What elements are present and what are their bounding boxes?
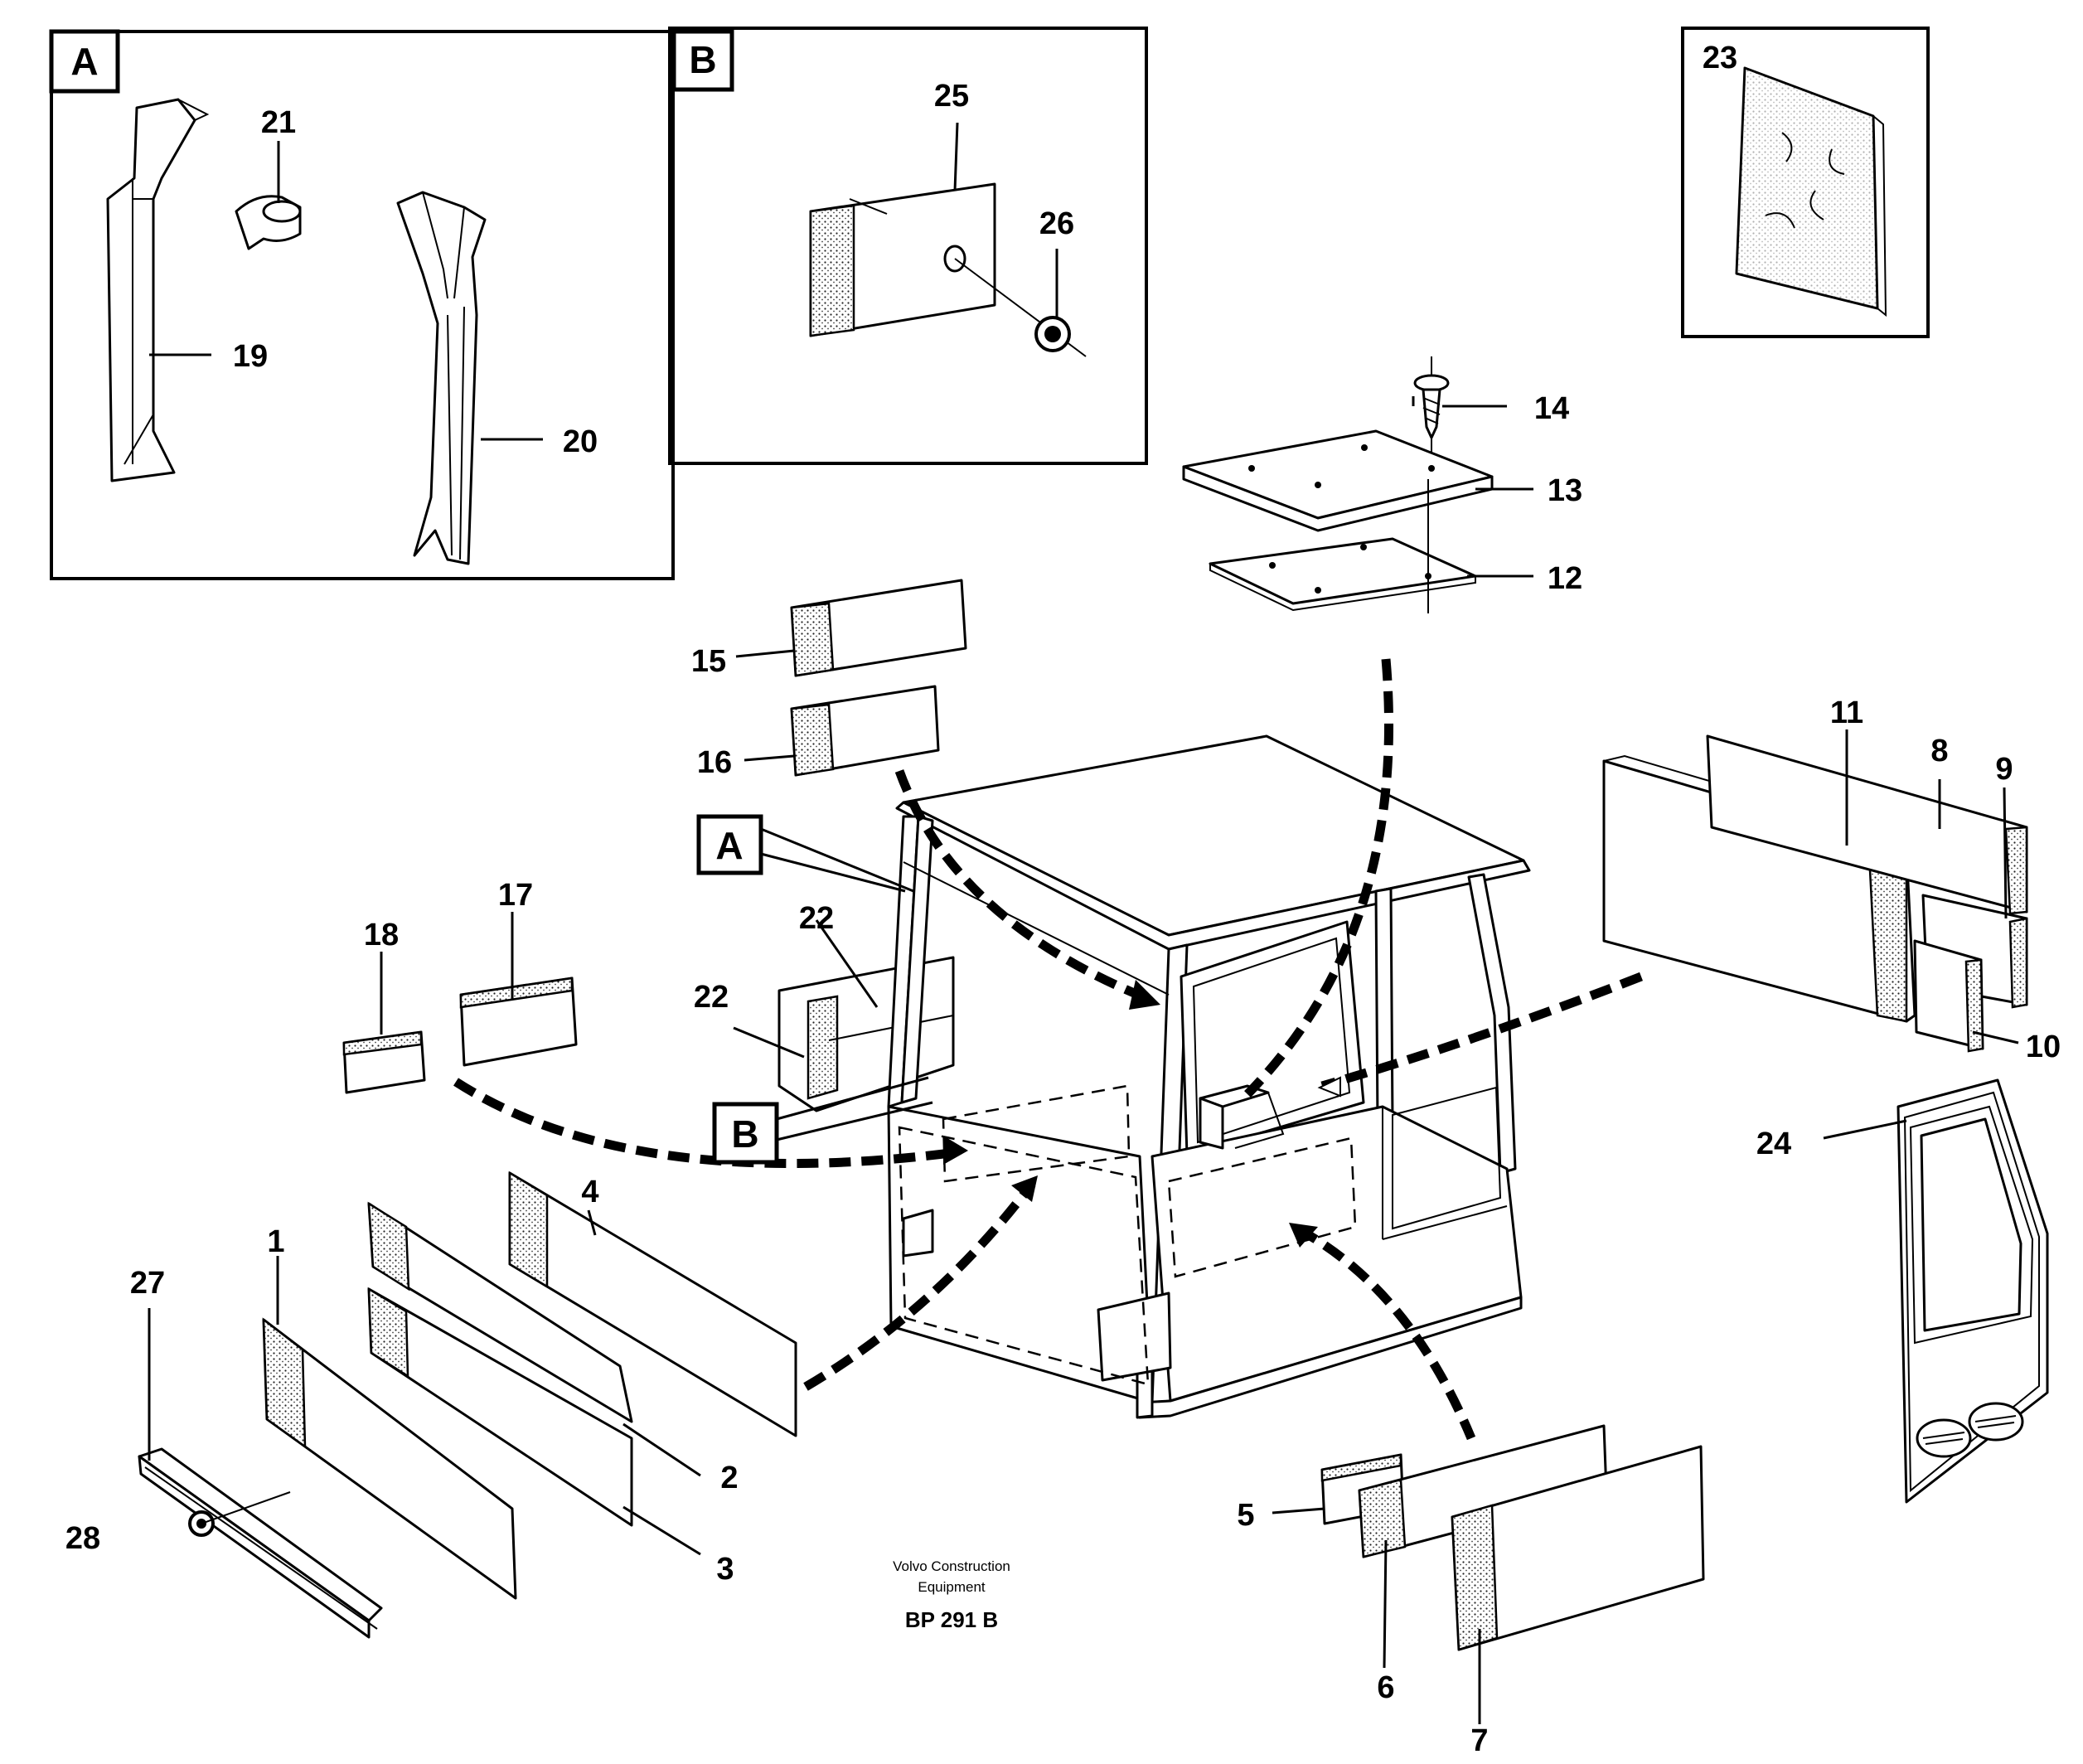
label-part-6: 6 xyxy=(1377,1670,1394,1705)
roof-cover-part-13 xyxy=(1182,429,1494,532)
label-part-20: 20 xyxy=(563,424,598,459)
panel-part-3 xyxy=(367,1287,633,1527)
detail-box-a: A xyxy=(49,29,675,580)
detail-box-b: B xyxy=(668,27,1148,465)
label-part-9: 9 xyxy=(1995,752,2013,787)
pillar-part-20 xyxy=(396,191,487,565)
panel-part-8 xyxy=(1706,734,2028,915)
label-part-1: 1 xyxy=(267,1224,284,1259)
company-name-line2: Equipment xyxy=(918,1579,986,1595)
panel-part-11 xyxy=(1602,754,1926,1023)
label-part-11: 11 xyxy=(1830,695,1863,730)
label-part-13: 13 xyxy=(1548,473,1582,508)
cab-body xyxy=(777,734,1531,1419)
label-part-26: 26 xyxy=(1039,206,1074,241)
label-part-8: 8 xyxy=(1930,734,1948,768)
pad-part-15 xyxy=(790,579,967,677)
label-part-5: 5 xyxy=(1237,1498,1254,1533)
leader-lines xyxy=(148,122,2019,1724)
rail-part-27 xyxy=(138,1447,383,1639)
part-number-labels: 21 19 20 25 26 23 14 13 12 15 16 17 18 2… xyxy=(65,41,2061,1758)
pad-part-7 xyxy=(1451,1445,1705,1651)
assembly-arrowheads xyxy=(943,980,1341,1248)
drawing-footer: Volvo Construction Equipment BP 291 B xyxy=(893,1558,1010,1632)
panel-part-4 xyxy=(508,1170,797,1437)
pad-part-17 xyxy=(459,976,578,1067)
label-part-19: 19 xyxy=(233,339,268,374)
detail-box-b-label: B xyxy=(689,38,716,81)
drawing-code: BP 291 B xyxy=(905,1607,998,1632)
label-part-14: 14 xyxy=(1534,391,1569,426)
callout-b: B xyxy=(712,1076,933,1165)
screw-part-14 xyxy=(1413,356,1450,460)
label-part-4: 4 xyxy=(581,1175,598,1209)
callout-a-label: A xyxy=(715,824,743,867)
door-part-24 xyxy=(1896,1078,2049,1504)
label-part-28: 28 xyxy=(65,1521,100,1556)
detail-box-23 xyxy=(1681,27,1930,338)
label-part-10: 10 xyxy=(2026,1030,2061,1064)
label-part-7: 7 xyxy=(1470,1723,1488,1758)
pad-part-18 xyxy=(342,1030,426,1094)
label-part-27: 27 xyxy=(130,1266,165,1301)
label-part-23: 23 xyxy=(1703,41,1737,75)
pad-part-16 xyxy=(790,685,940,777)
callout-b-label: B xyxy=(731,1112,758,1156)
label-part-22-left: 22 xyxy=(694,980,729,1015)
label-part-24: 24 xyxy=(1756,1127,1791,1161)
company-name-line1: Volvo Construction xyxy=(893,1558,1010,1574)
panel-part-1 xyxy=(262,1317,517,1600)
callout-a: A xyxy=(696,814,914,893)
panel-part-2 xyxy=(367,1201,633,1423)
pillar-part-19 xyxy=(106,98,210,482)
detail-box-a-label: A xyxy=(70,40,98,83)
label-part-18: 18 xyxy=(364,918,399,952)
label-part-2: 2 xyxy=(720,1461,738,1495)
nut-part-28 xyxy=(188,1491,291,1537)
label-part-21: 21 xyxy=(261,105,296,140)
label-part-12: 12 xyxy=(1548,561,1582,596)
assembly-path-lines xyxy=(453,658,1643,1441)
panel-part-10 xyxy=(1913,939,1984,1053)
insulation-mat-part-23 xyxy=(1735,66,1887,317)
label-part-25: 25 xyxy=(934,79,969,114)
label-part-3: 3 xyxy=(716,1552,734,1587)
label-part-15: 15 xyxy=(691,644,726,679)
grommet-part-26 xyxy=(954,258,1087,357)
label-part-22-top: 22 xyxy=(799,901,834,936)
label-part-16: 16 xyxy=(697,745,732,780)
clip-part-21 xyxy=(235,195,302,250)
label-part-17: 17 xyxy=(498,878,533,913)
panel-part-25 xyxy=(809,182,996,337)
